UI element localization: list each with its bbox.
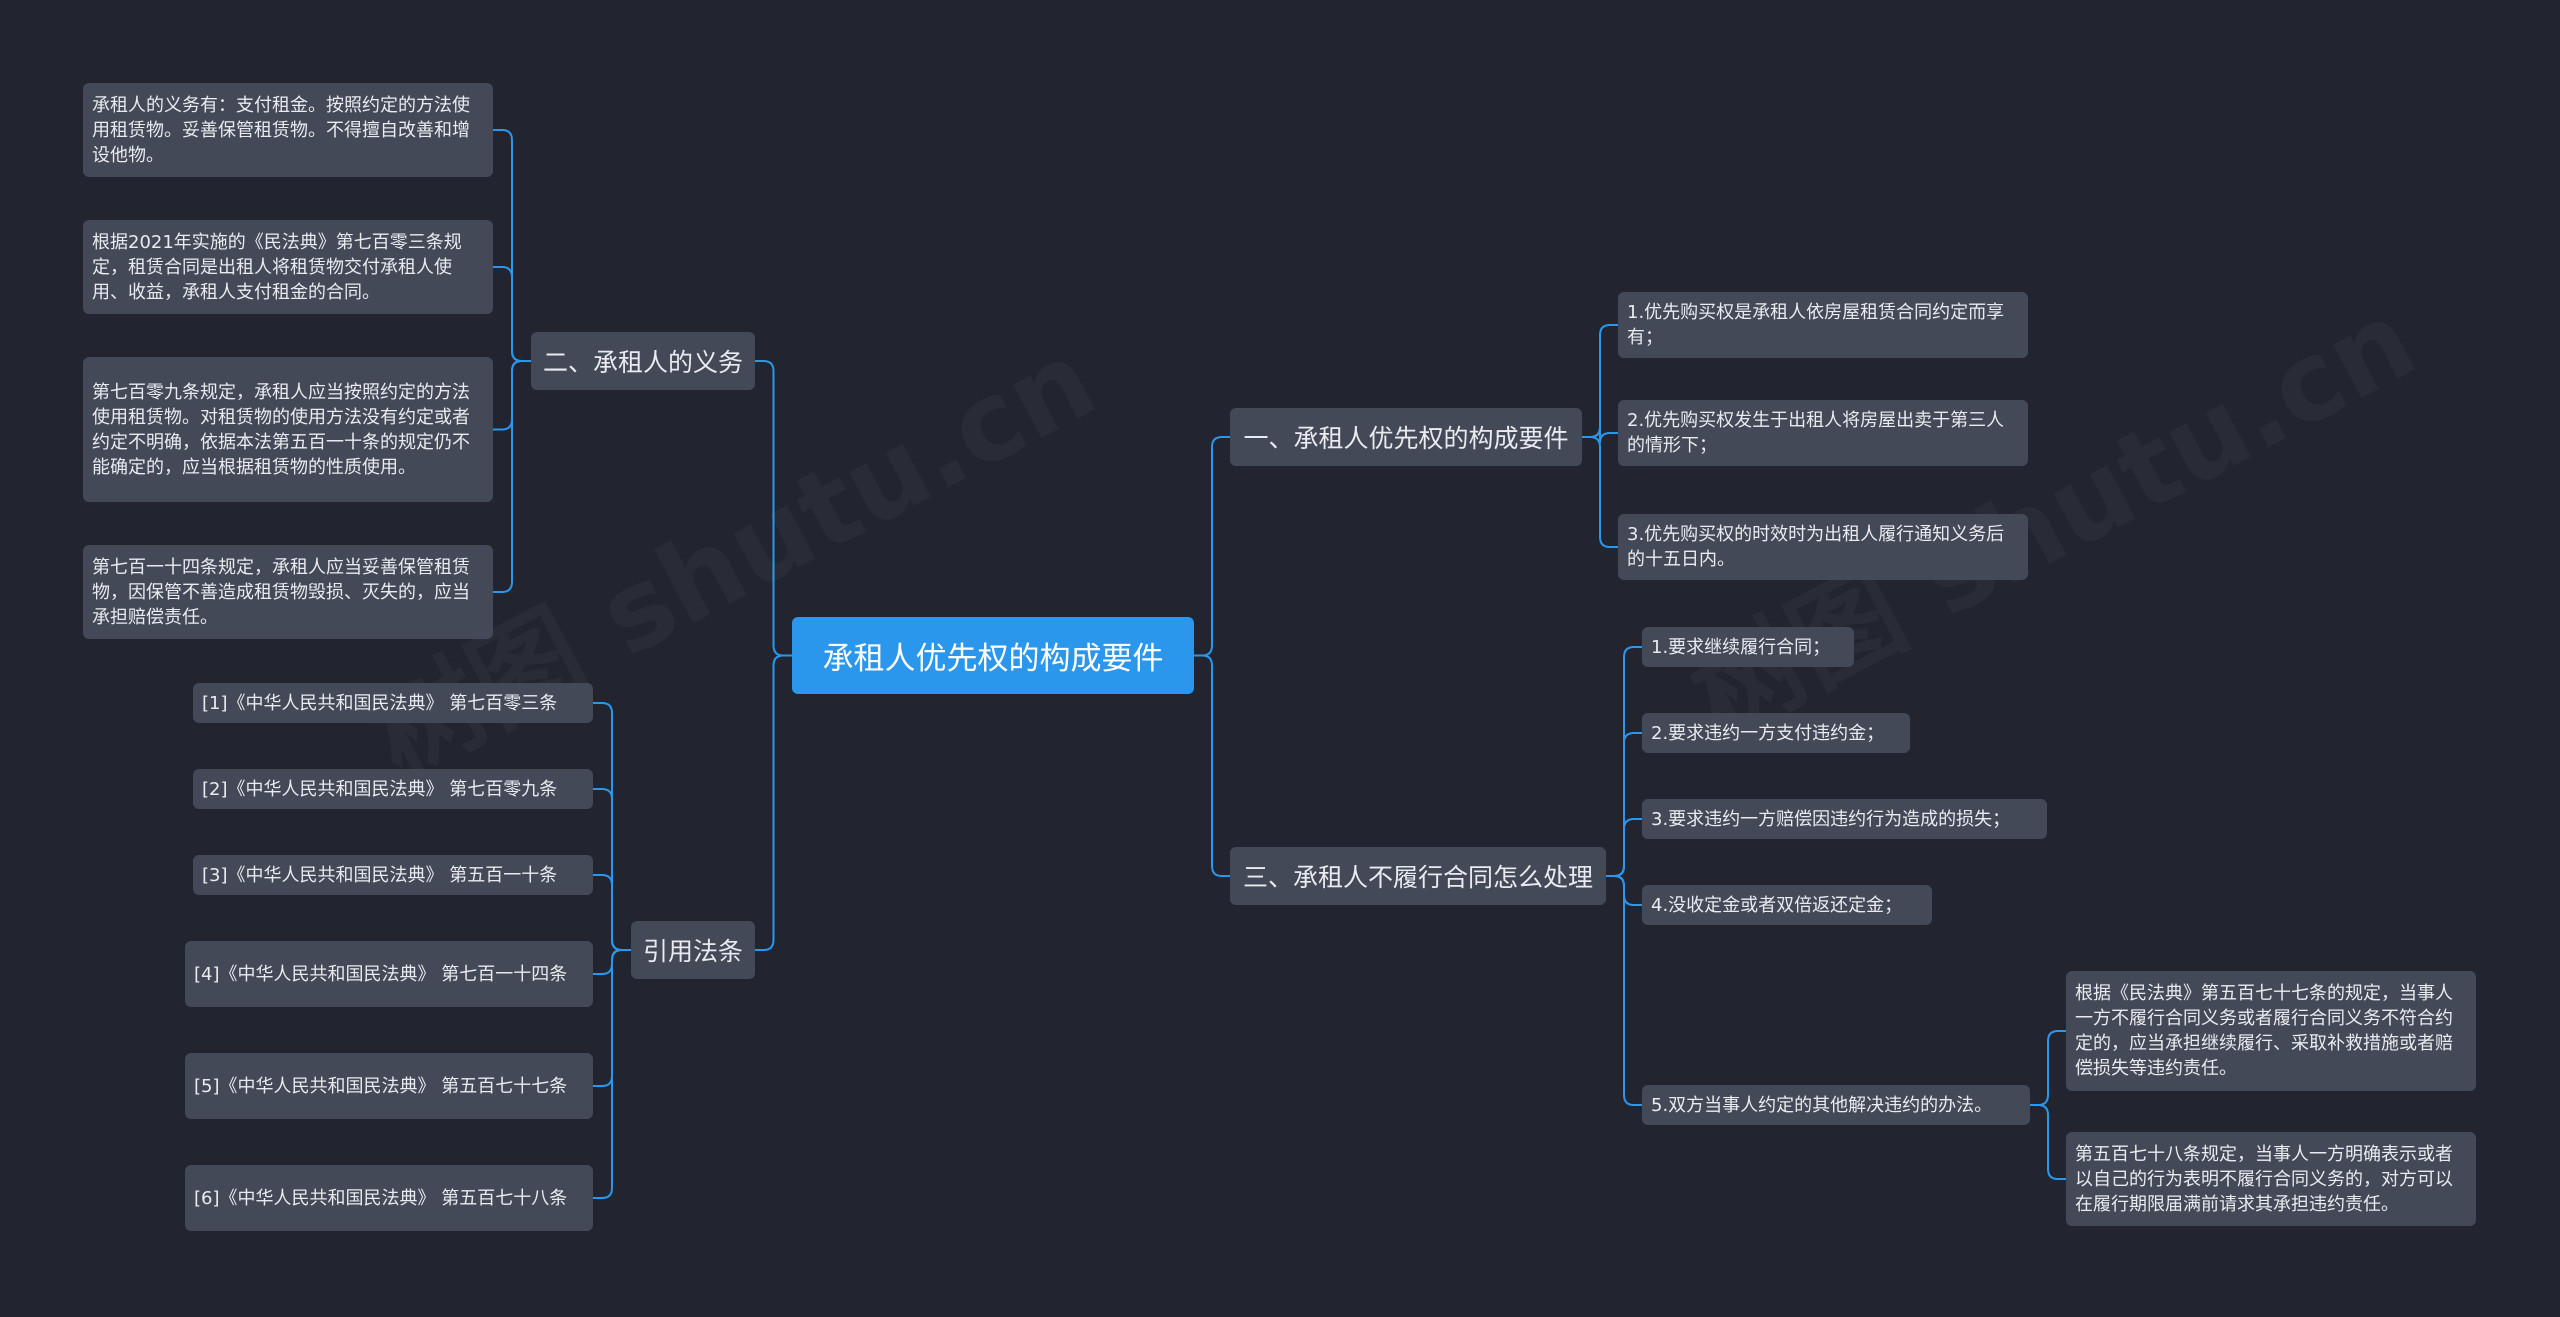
branch-preemption-requirements[interactable]: 一、承租人优先权的构成要件: [1230, 408, 1582, 466]
leaf-citation-6[interactable]: [6]《中华人民共和国民法典》 第五百七十八条: [185, 1165, 593, 1231]
connector-line: [1582, 426, 1618, 444]
branch-lessee-obligations[interactable]: 二、承租人的义务: [531, 332, 755, 390]
connector-line: [2030, 1030, 2066, 1106]
leaf-remedy-5-detail-578[interactable]: 第五百七十八条规定，当事人一方明确表示或者以自己的行为表明不履行合同义务的，对方…: [2066, 1132, 2476, 1226]
connector-line: [1606, 818, 1642, 877]
leaf-citation-5[interactable]: [5]《中华人民共和国民法典》 第五百七十七条: [185, 1053, 593, 1119]
leaf-preemption-1[interactable]: 1.优先购买权是承租人依房屋租赁合同约定而享有；: [1618, 292, 2028, 358]
connector-line: [493, 360, 531, 593]
leaf-obligation-3[interactable]: 第七百零九条规定，承租人应当按照约定的方法使用租赁物。对租赁物的使用方法没有约定…: [83, 357, 493, 502]
leaf-obligation-1[interactable]: 承租人的义务有：支付租金。按照约定的方法使用租赁物。妥善保管租赁物。不得擅自改善…: [83, 83, 493, 177]
connector-line: [1606, 875, 1642, 1106]
leaf-remedy-1[interactable]: 1.要求继续履行合同；: [1642, 627, 1854, 667]
connector-line: [1194, 654, 1230, 877]
connector-line: [755, 360, 792, 657]
leaf-preemption-2[interactable]: 2.优先购买权发生于出租人将房屋出卖于第三人的情形下；: [1618, 400, 2028, 466]
leaf-remedy-4[interactable]: 4.没收定金或者双倍返还定金；: [1642, 885, 1932, 925]
leaf-citation-3[interactable]: [3]《中华人民共和国民法典》 第五百一十条: [193, 855, 593, 895]
connector-line: [1582, 436, 1618, 548]
leaf-citation-1[interactable]: [1]《中华人民共和国民法典》 第七百零三条: [193, 683, 593, 723]
connector-line: [493, 266, 531, 362]
connector-line: [1194, 436, 1230, 657]
connector-line: [1582, 324, 1618, 438]
leaf-obligation-4[interactable]: 第七百一十四条规定，承租人应当妥善保管租赁物，因保管不善造成租赁物毁损、灭失的，…: [83, 545, 493, 639]
branch-breach-handling[interactable]: 三、承租人不履行合同怎么处理: [1230, 847, 1606, 905]
root-topic[interactable]: 承租人优先权的构成要件: [792, 617, 1194, 694]
leaf-preemption-3[interactable]: 3.优先购买权的时效时为出租人履行通知义务后的十五日内。: [1618, 514, 2028, 580]
leaf-remedy-5[interactable]: 5.双方当事人约定的其他解决违约的办法。: [1642, 1085, 2030, 1125]
connector-line: [755, 654, 792, 951]
leaf-obligation-2[interactable]: 根据2021年实施的《民法典》第七百零三条规定，租赁合同是出租人将租赁物交付承租…: [83, 220, 493, 314]
connector-line: [593, 949, 631, 1199]
connector-line: [2030, 1104, 2066, 1180]
leaf-remedy-5-detail-577[interactable]: 根据《民法典》第五百七十七条的规定，当事人一方不履行合同义务或者履行合同义务不符…: [2066, 971, 2476, 1091]
branch-cited-laws[interactable]: 引用法条: [631, 921, 755, 979]
leaf-remedy-2[interactable]: 2.要求违约一方支付违约金；: [1642, 713, 1910, 753]
leaf-citation-4[interactable]: [4]《中华人民共和国民法典》 第七百一十四条: [185, 941, 593, 1007]
connector-line: [593, 874, 631, 951]
leaf-citation-2[interactable]: [2]《中华人民共和国民法典》 第七百零九条: [193, 769, 593, 809]
leaf-remedy-3[interactable]: 3.要求违约一方赔偿因违约行为造成的损失；: [1642, 799, 2047, 839]
